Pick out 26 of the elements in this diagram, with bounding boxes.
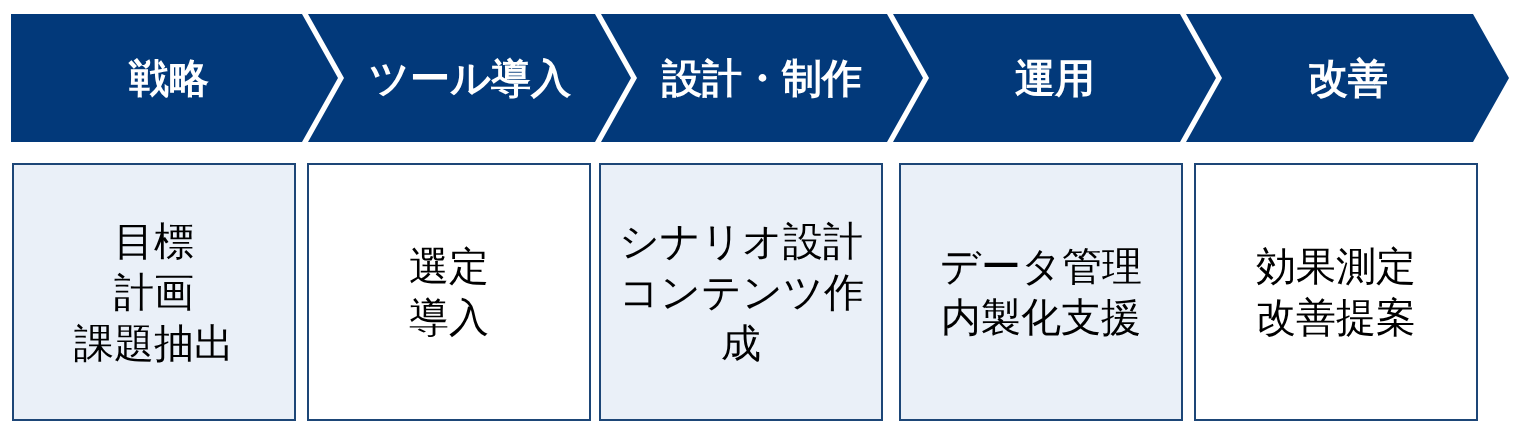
step-title: 設計・制作 bbox=[662, 55, 862, 102]
task-box bbox=[599, 163, 883, 421]
chevron-shape bbox=[1186, 14, 1509, 142]
task-label: コンテンツ作成 bbox=[617, 268, 865, 367]
step-title: ツール導入 bbox=[368, 55, 571, 102]
task-box bbox=[307, 163, 591, 421]
task-box bbox=[899, 163, 1183, 421]
task-label: 課題抽出 bbox=[74, 319, 234, 367]
step-title: 改善 bbox=[1307, 55, 1388, 102]
task-label: 計画 bbox=[114, 268, 194, 316]
task-label: シナリオ設計 bbox=[619, 217, 863, 265]
task-label: 目標 bbox=[114, 217, 194, 265]
chevron-shape bbox=[308, 14, 631, 142]
step-title: 戦略 bbox=[128, 55, 209, 102]
step-title: 運用 bbox=[1014, 55, 1095, 102]
task-label: 効果測定 bbox=[1256, 243, 1416, 290]
task-box bbox=[1194, 163, 1478, 421]
task-label: 改善提案 bbox=[1256, 294, 1416, 341]
chevron-shape bbox=[601, 14, 923, 142]
chevron-shape bbox=[11, 14, 338, 142]
task-label: 内製化支援 bbox=[941, 294, 1141, 341]
task-box bbox=[12, 163, 296, 421]
task-label: データ管理 bbox=[940, 243, 1142, 290]
task-label: 選定 bbox=[409, 243, 489, 290]
task-label: 導入 bbox=[409, 294, 489, 341]
chevron-shape bbox=[893, 14, 1216, 142]
